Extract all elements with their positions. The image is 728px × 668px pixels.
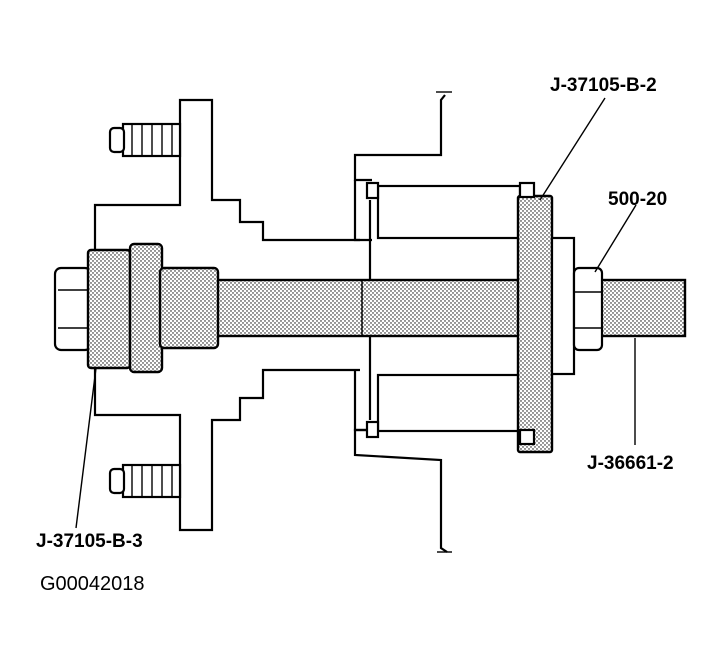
rod-end-hex-nut xyxy=(53,266,93,352)
leader-bearing-installer xyxy=(539,97,606,201)
wheel-stud-lower xyxy=(108,463,182,499)
leader-nut xyxy=(594,204,637,273)
label-nut: 500-20 xyxy=(608,189,667,210)
label-threaded-rod: J-36661-2 xyxy=(587,453,674,474)
figure-id: G00042018 xyxy=(40,573,145,595)
wheel-stud-upper xyxy=(108,122,182,158)
hex-nut-500-20 xyxy=(572,266,604,352)
threaded-rod xyxy=(158,278,687,338)
label-bearing-installer: J-37105-B-2 xyxy=(550,75,657,96)
leader-hub-adapter xyxy=(75,367,97,529)
bearing-installer-plate xyxy=(516,181,576,454)
hub-adapter-tool xyxy=(86,242,220,374)
steering-knuckle-outline xyxy=(353,91,452,553)
label-hub-adapter: J-37105-B-3 xyxy=(36,531,143,552)
wheel-hub xyxy=(93,98,360,532)
